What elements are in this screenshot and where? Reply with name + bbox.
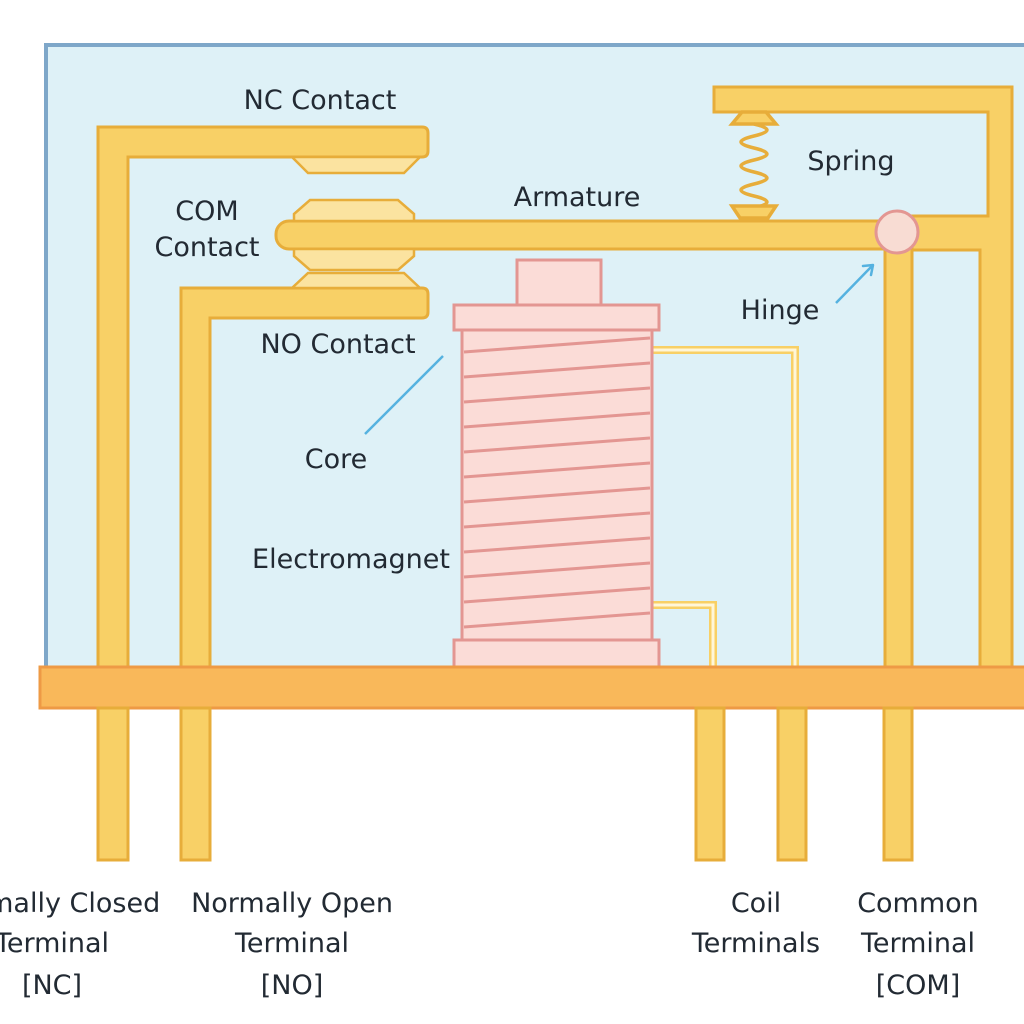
core-pointer [364,355,444,435]
coil-terminal-pin-2 [776,706,808,862]
coil-winding [463,386,651,404]
armature-label: Armature [514,182,641,213]
nc-contact-label: NC Contact [244,85,397,116]
nc-terminal-label-line3: [NC] [22,970,82,1001]
pointer-lines [364,263,875,435]
spring-label: Spring [807,146,894,177]
coil-wire-outer-edge [652,348,797,667]
coil-winding [463,336,651,354]
no-contact [288,271,424,290]
hinge-pointer-arrowhead [861,263,875,277]
hinge-label: Hinge [741,295,820,326]
nc-terminal-label-line2: Terminal [0,928,109,959]
coil-winding [463,536,651,554]
hinge [874,209,920,255]
relay-base [38,665,1024,710]
no-terminal-label-line1: Normally Open [191,888,393,919]
spring [728,110,780,220]
no-terminal-label-line3: [NO] [261,970,324,1001]
nc-terminal-label-line1: Normally Closed [0,888,160,919]
com-terminal-label-line3: [COM] [876,970,960,1001]
core-label: Core [305,444,368,475]
armature [274,219,906,251]
electromagnet-label: Electromagnet [252,544,450,575]
com-terminal-label-line2: Terminal [860,928,975,959]
com-terminal-label-line1: Common [857,888,979,919]
coil-terminal-pin-1 [694,706,726,862]
com-contact-label-line1: COM [175,196,238,227]
no-terminal-label-line2: Terminal [234,928,349,959]
coil-terminals-label-line1: Coil [731,888,781,919]
nc-terminal-frame [96,125,430,862]
com-contact-upper [292,198,416,223]
coil-top-cap [452,303,661,332]
coil-winding [463,611,651,629]
coil-winding [463,411,651,429]
coil-winding [463,561,651,579]
com-terminal-pin [882,706,914,862]
coil-terminals-label-line2: Terminals [691,928,820,959]
coil-bottom-cap [452,638,661,669]
com-contact-lower [292,247,416,272]
hinge-pointer [835,265,873,304]
coil-winding [463,586,651,604]
core-top [515,258,603,307]
coil-winding [463,486,651,504]
coil-winding [463,461,651,479]
coil-winding [463,436,651,454]
coil-body [460,328,654,642]
coil-wire-inner-edge [652,603,715,667]
coil-winding [463,361,651,379]
no-contact-label: NO Contact [260,329,415,360]
com-contact-label-line2: Contact [154,232,259,263]
coil-windings [463,336,651,629]
nc-contact [288,155,424,175]
no-terminal-pin [179,706,212,862]
nc-terminal-pin [96,706,130,862]
coil-winding [463,511,651,529]
